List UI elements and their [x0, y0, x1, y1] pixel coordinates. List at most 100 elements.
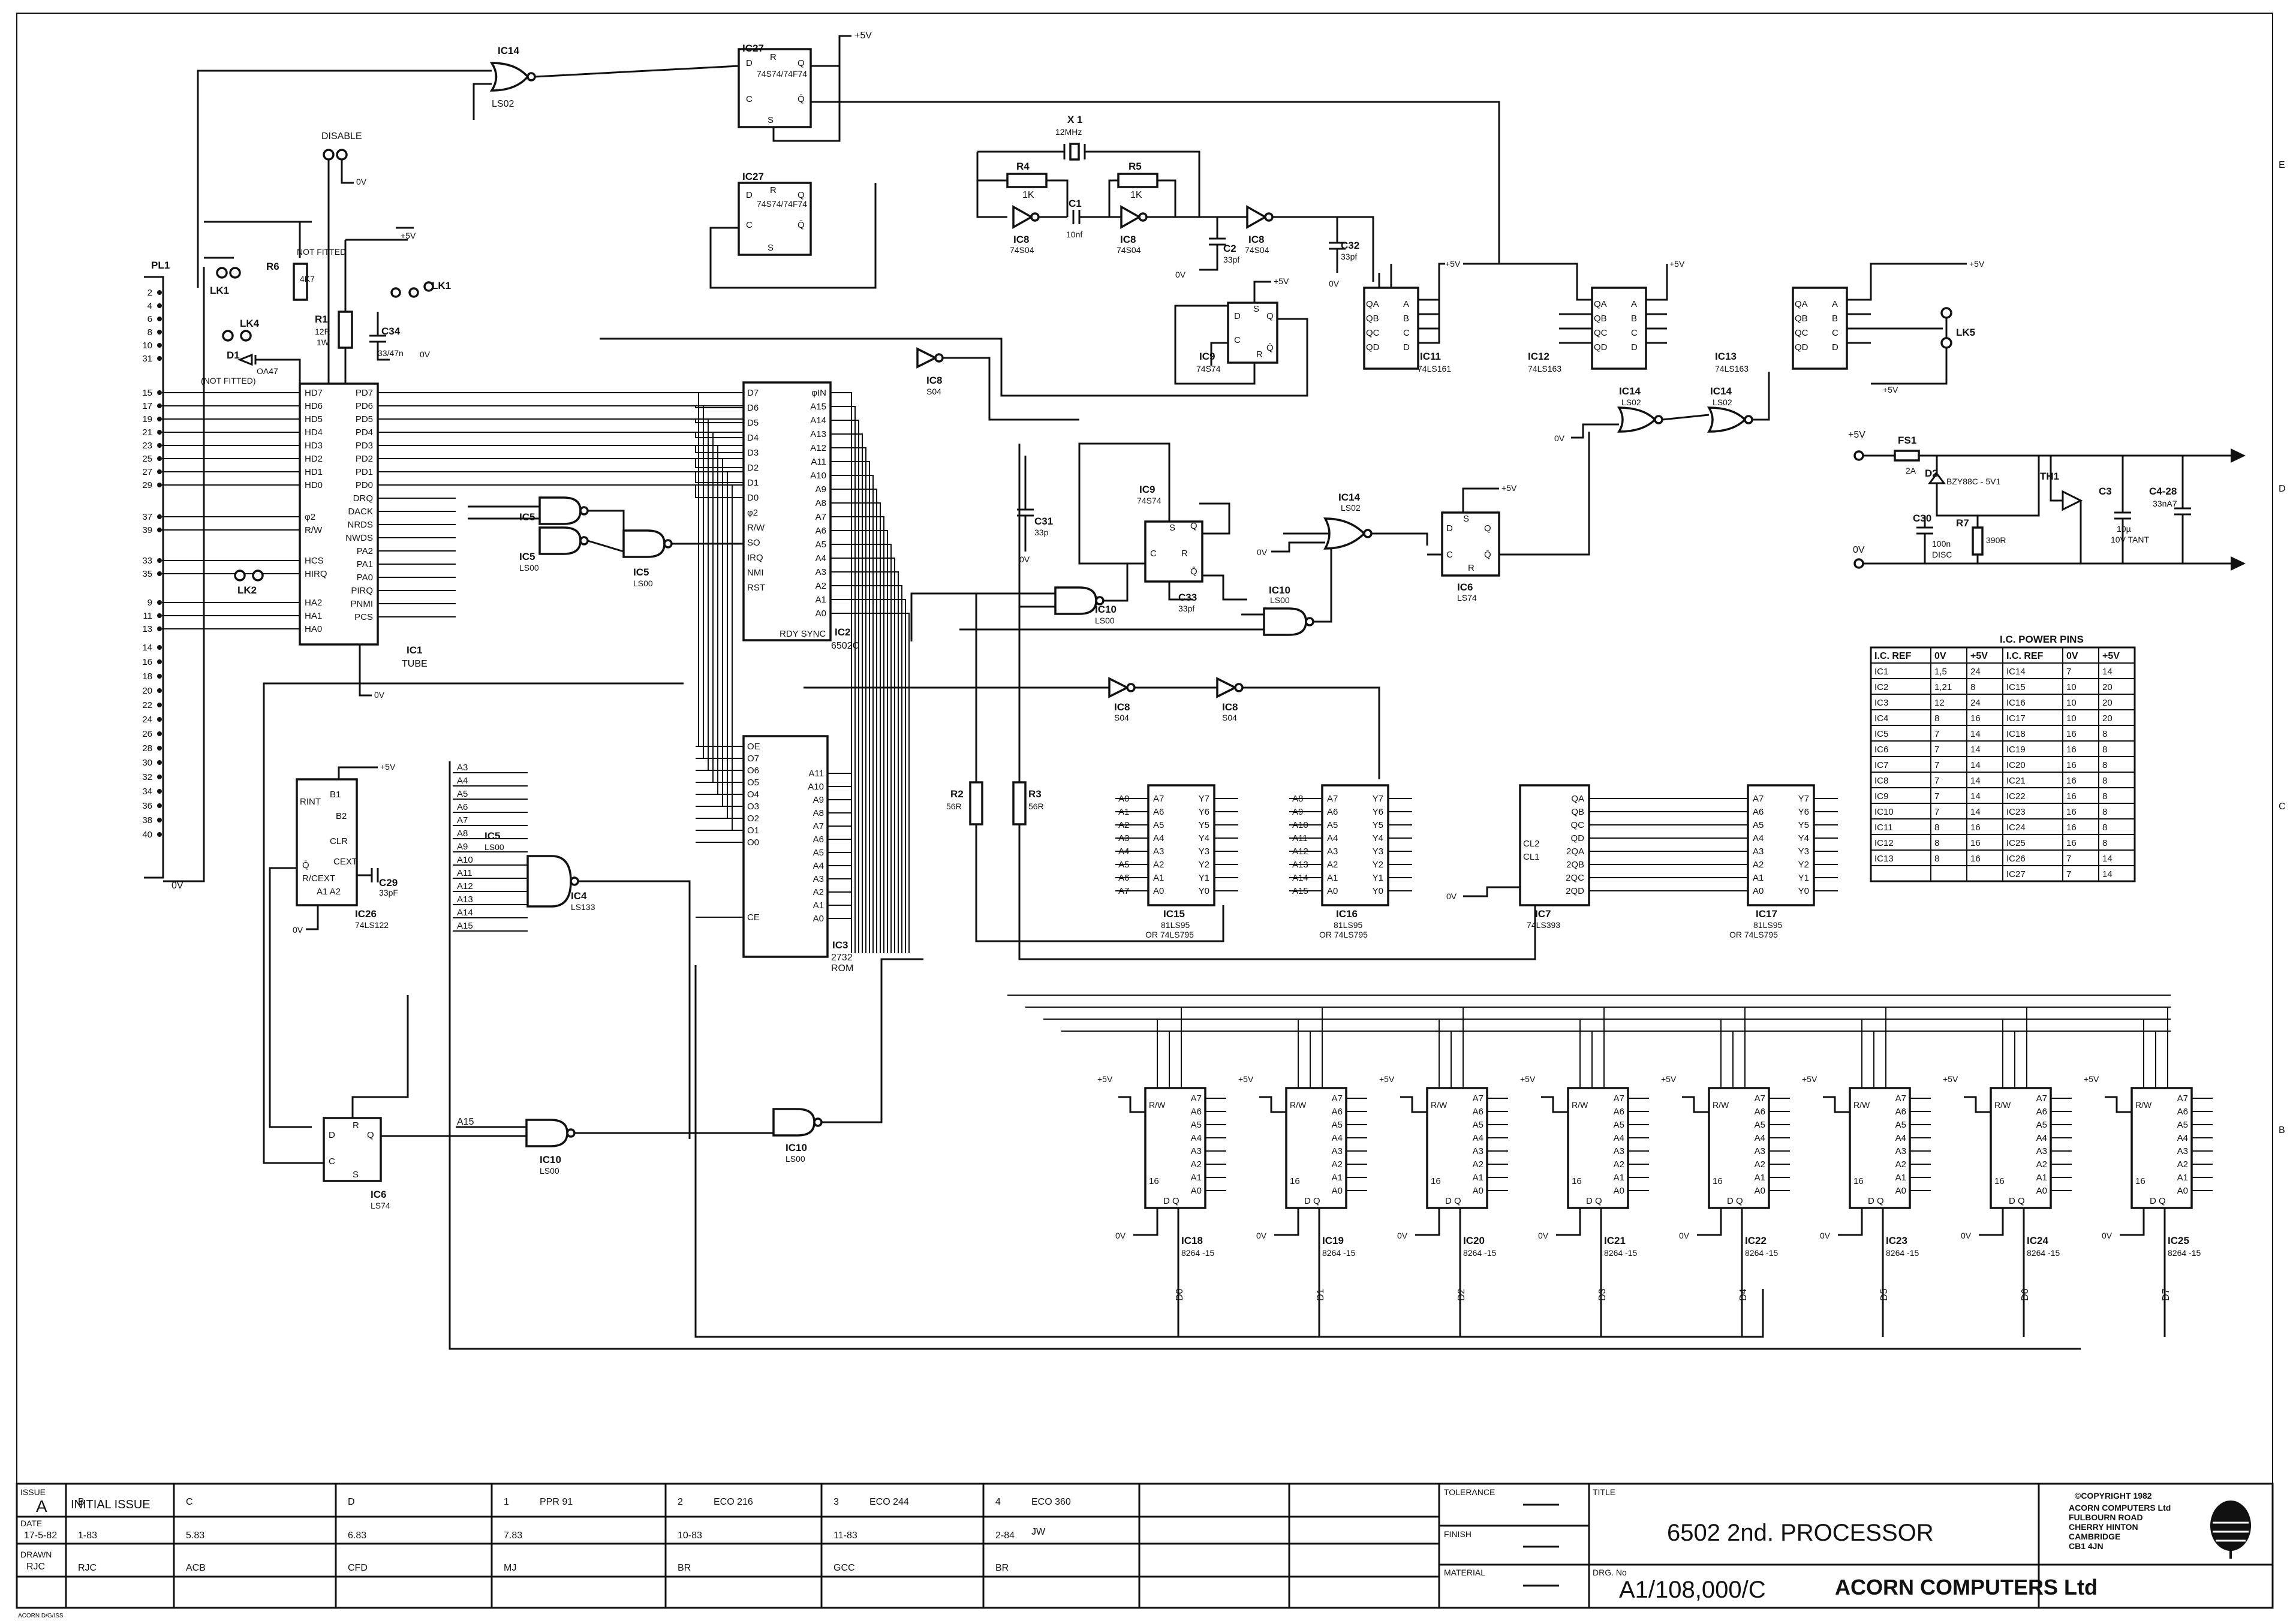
ram-v5-wire: [2105, 1096, 2132, 1113]
ic4-name: LS133: [571, 902, 595, 912]
pl1-pin: 15: [142, 388, 152, 398]
ic16-ref: IC16: [1336, 908, 1358, 920]
ic13-gnd: +5V: [1883, 385, 1898, 394]
ram-addr-pin: A1: [2036, 1173, 2047, 1183]
ic2-pin: A4: [816, 553, 826, 564]
ic10-nand-bottom: IC10 LS00 A15 IC10 LS00: [456, 958, 923, 1176]
svg-text:C: C: [1403, 328, 1410, 338]
ram-addr-pin: A0: [2036, 1186, 2047, 1196]
pl1-pin-dot: [157, 317, 162, 321]
fs1-label: FS1: [1898, 435, 1916, 446]
ram-data-pins: D Q: [1727, 1196, 1743, 1206]
ram-data-bit: D5: [1879, 1288, 1889, 1301]
power-table-cell: 7: [2066, 854, 2071, 864]
buffer-pin: Y4: [1798, 833, 1809, 843]
buffer-pin: A4: [1753, 833, 1764, 843]
r4-value: 1K: [1022, 190, 1034, 200]
r2-value: 56R: [946, 802, 962, 811]
power-table-cell: 20: [2102, 713, 2113, 724]
power-table-cell: 8: [1934, 854, 1939, 864]
svg-text:B: B: [1832, 314, 1838, 324]
ram-v5-wire: [1964, 1096, 1991, 1113]
ram-addr-pin: A4: [1191, 1133, 1202, 1143]
power-table-cell: 8: [2102, 822, 2107, 833]
svg-text:C: C: [1832, 328, 1838, 338]
ram-data-pins: D Q: [2009, 1196, 2025, 1206]
pl1-pin: 40: [142, 830, 152, 840]
pl1-pin-dot: [157, 688, 162, 693]
ic13-v5: +5V: [1969, 259, 1985, 269]
pl1-pin-dot: [157, 528, 162, 532]
ic1-tube: HD7HD6HD5HD4HD3HD2HD1HD0φ2R/WHCSHIRQHA2H…: [299, 382, 744, 669]
power-table-cell: 10: [2066, 682, 2077, 692]
svg-text:C: C: [746, 220, 753, 230]
data-bus-wire: [695, 432, 744, 438]
ram-pin: 16: [1290, 1176, 1300, 1186]
svg-text:QA: QA: [1594, 299, 1607, 309]
ic26-v5: +5V: [380, 762, 396, 772]
ram-gnd-wire: [1838, 1208, 1863, 1236]
power-table-cell: 16: [2066, 745, 2077, 755]
ic3-pin: A1: [813, 900, 824, 911]
pl1-pin: 2: [148, 288, 152, 298]
issue-note: INITIAL ISSUE: [71, 1498, 151, 1511]
ic2-pin: R/W: [747, 523, 765, 533]
svg-text:A: A: [1832, 299, 1838, 309]
svg-text:D: D: [1403, 342, 1410, 352]
ram-addr-pin: A3: [1755, 1146, 1765, 1156]
c34-value: 33/47n: [378, 348, 404, 358]
ram-addr-pin: A0: [1614, 1186, 1624, 1196]
ram-addr-pin: A0: [1473, 1186, 1483, 1196]
ic3-ref: IC3: [832, 939, 848, 951]
ram-gnd-wire: [2120, 1208, 2145, 1236]
ram-v5-wire: [1118, 1096, 1145, 1113]
svg-text:RINT: RINT: [300, 797, 321, 807]
lk2-label: LK2: [237, 584, 257, 596]
a15-label: A15: [457, 1117, 474, 1127]
ram-addr-pin: A4: [2177, 1133, 2188, 1143]
ic16-alt: OR 74LS795: [1319, 930, 1368, 939]
ram-data-bit: D7: [2161, 1288, 2171, 1301]
ic8-a: IC8: [1013, 234, 1029, 245]
power-table-cell: IC13: [1874, 854, 1894, 864]
ic2-addr-wire: [830, 516, 884, 953]
copyright: ©COPYRIGHT 1982: [2075, 1491, 2152, 1501]
ic3-pin: A8: [813, 808, 824, 818]
power-table-cell: IC26: [2006, 854, 2026, 864]
ic5-name-d: LS00: [485, 842, 504, 852]
buffer-pin: A5: [1327, 820, 1338, 830]
power-table-cell: 16: [1970, 713, 1981, 724]
ic3-pin: A7: [813, 821, 824, 831]
ram-gnd-wire: [1133, 1208, 1158, 1236]
ic5-nand-gates: IC5 IC5 LS00 IC5 LS00: [468, 496, 744, 588]
ram-gnd-wire: [1979, 1208, 2004, 1236]
ram-addr-pin: A0: [2177, 1186, 2188, 1196]
power-table-cell: IC12: [1874, 838, 1894, 848]
ram-data-bit: D3: [1597, 1288, 1608, 1301]
pl1-label: PL1: [151, 260, 170, 271]
power-table-cell: 7: [1934, 807, 1939, 817]
ic3-name: 2732: [831, 953, 853, 963]
svg-text:A: A: [1403, 299, 1409, 309]
power-table-cell: 7: [2066, 667, 2071, 677]
ram-gnd-wire: [1415, 1208, 1440, 1236]
power-table-header: I.C. REF: [1874, 651, 1912, 661]
rev-initials: JW: [1031, 1527, 1046, 1537]
ram-name: 8264 -15: [1886, 1248, 1919, 1258]
ic2-pin: A8: [816, 498, 826, 508]
c2-label: C2: [1223, 243, 1236, 254]
buffer-pin: Y0: [1373, 886, 1383, 896]
ram-addr-pin: A5: [1473, 1120, 1483, 1130]
ram-addr-pin: A6: [1614, 1107, 1624, 1117]
ic3-pin: A5: [813, 848, 824, 858]
ic2-addr-wire: [830, 420, 859, 953]
footer-code: ACORN D/G/ISS: [18, 1613, 64, 1619]
ic6-flip-flop-mid: DS CQ Q̄R IC6 LS74 +5V: [1427, 432, 1590, 602]
ic1-pin: HA2: [305, 598, 322, 608]
svg-text:R: R: [770, 52, 777, 62]
